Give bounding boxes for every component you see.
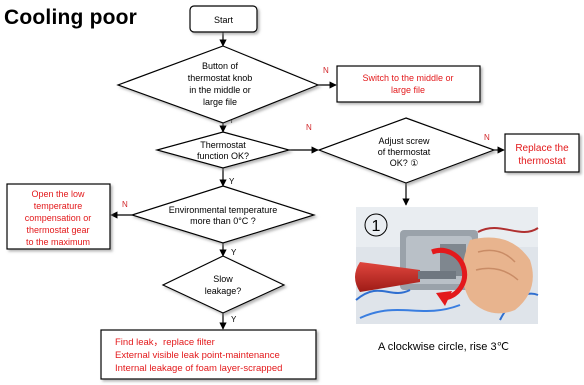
replace-thermostat-line-2: thermostat: [518, 156, 565, 167]
photo-caption: A clockwise circle, rise 3℃: [378, 341, 509, 353]
label-y-knob: Y: [229, 116, 235, 125]
start-label: Start: [214, 15, 234, 25]
label-y-env: Y: [231, 248, 237, 257]
label-n-thermo: N: [306, 123, 312, 132]
adjust-screw-line-1: Adjust screw: [378, 136, 430, 146]
button-knob-line-1: Button of: [202, 61, 239, 71]
open-low-temp-line-5: to the maximum: [26, 237, 90, 247]
open-low-temp-line-2: temperature: [34, 201, 83, 211]
decision-thermostat-ok: [154, 131, 292, 169]
slow-leakage-line-1: Slow: [213, 274, 233, 284]
thermo-ok-line-1: Thermostat: [200, 140, 246, 150]
replace-thermostat-line-1: Replace the: [515, 143, 569, 154]
label-n-knob: N: [323, 66, 329, 75]
switch-middle-line-1: Switch to the middle or: [362, 73, 453, 83]
label-y-slow: Y: [231, 315, 237, 324]
find-leak-line-3: Internal leakage of foam layer-scrapped: [115, 363, 282, 374]
adjust-screw-line-3: OK? ①: [390, 158, 419, 168]
thermostat-photo: ① 1: [355, 207, 539, 324]
button-knob-line-3: in the middle or: [189, 85, 251, 95]
switch-middle-box: [336, 65, 481, 103]
find-leak-line-2: External visible leak point-maintenance: [115, 350, 280, 361]
open-low-temp-line-3: compensation or: [25, 213, 92, 223]
decision-adjust-screw: [317, 117, 496, 184]
decision-env-temp: [129, 185, 317, 244]
start-box: [189, 5, 258, 33]
open-low-temp-line-4: thermostat gear: [26, 225, 89, 235]
label-y-thermo: Y: [229, 177, 235, 186]
adjust-screw-line-2: of thermostat: [378, 147, 431, 157]
find-leak-line-1: Find leak，replace filter: [115, 337, 215, 348]
decision-button-knob: [116, 45, 320, 124]
open-low-temp-box: [6, 183, 111, 250]
label-n-adjust: N: [484, 133, 490, 142]
decision-slow-leakage: [161, 255, 286, 314]
env-temp-line-2: more than 0°C ?: [190, 216, 256, 226]
button-knob-line-4: large file: [203, 97, 237, 107]
env-temp-line-1: Environmental temperature: [169, 205, 278, 215]
slow-leakage-line-2: leakage?: [205, 286, 242, 296]
find-leak-box: [100, 329, 317, 380]
open-low-temp-line-1: Open the low: [31, 189, 85, 199]
switch-middle-line-2: large file: [391, 85, 425, 95]
label-n-env: N: [122, 200, 128, 209]
svg-text:1: 1: [372, 218, 381, 235]
thermo-ok-line-2: function OK?: [197, 151, 249, 161]
chart-title: Cooling poor: [4, 6, 138, 29]
replace-thermostat-box: [504, 133, 580, 173]
button-knob-line-2: thermostat knob: [188, 73, 253, 83]
